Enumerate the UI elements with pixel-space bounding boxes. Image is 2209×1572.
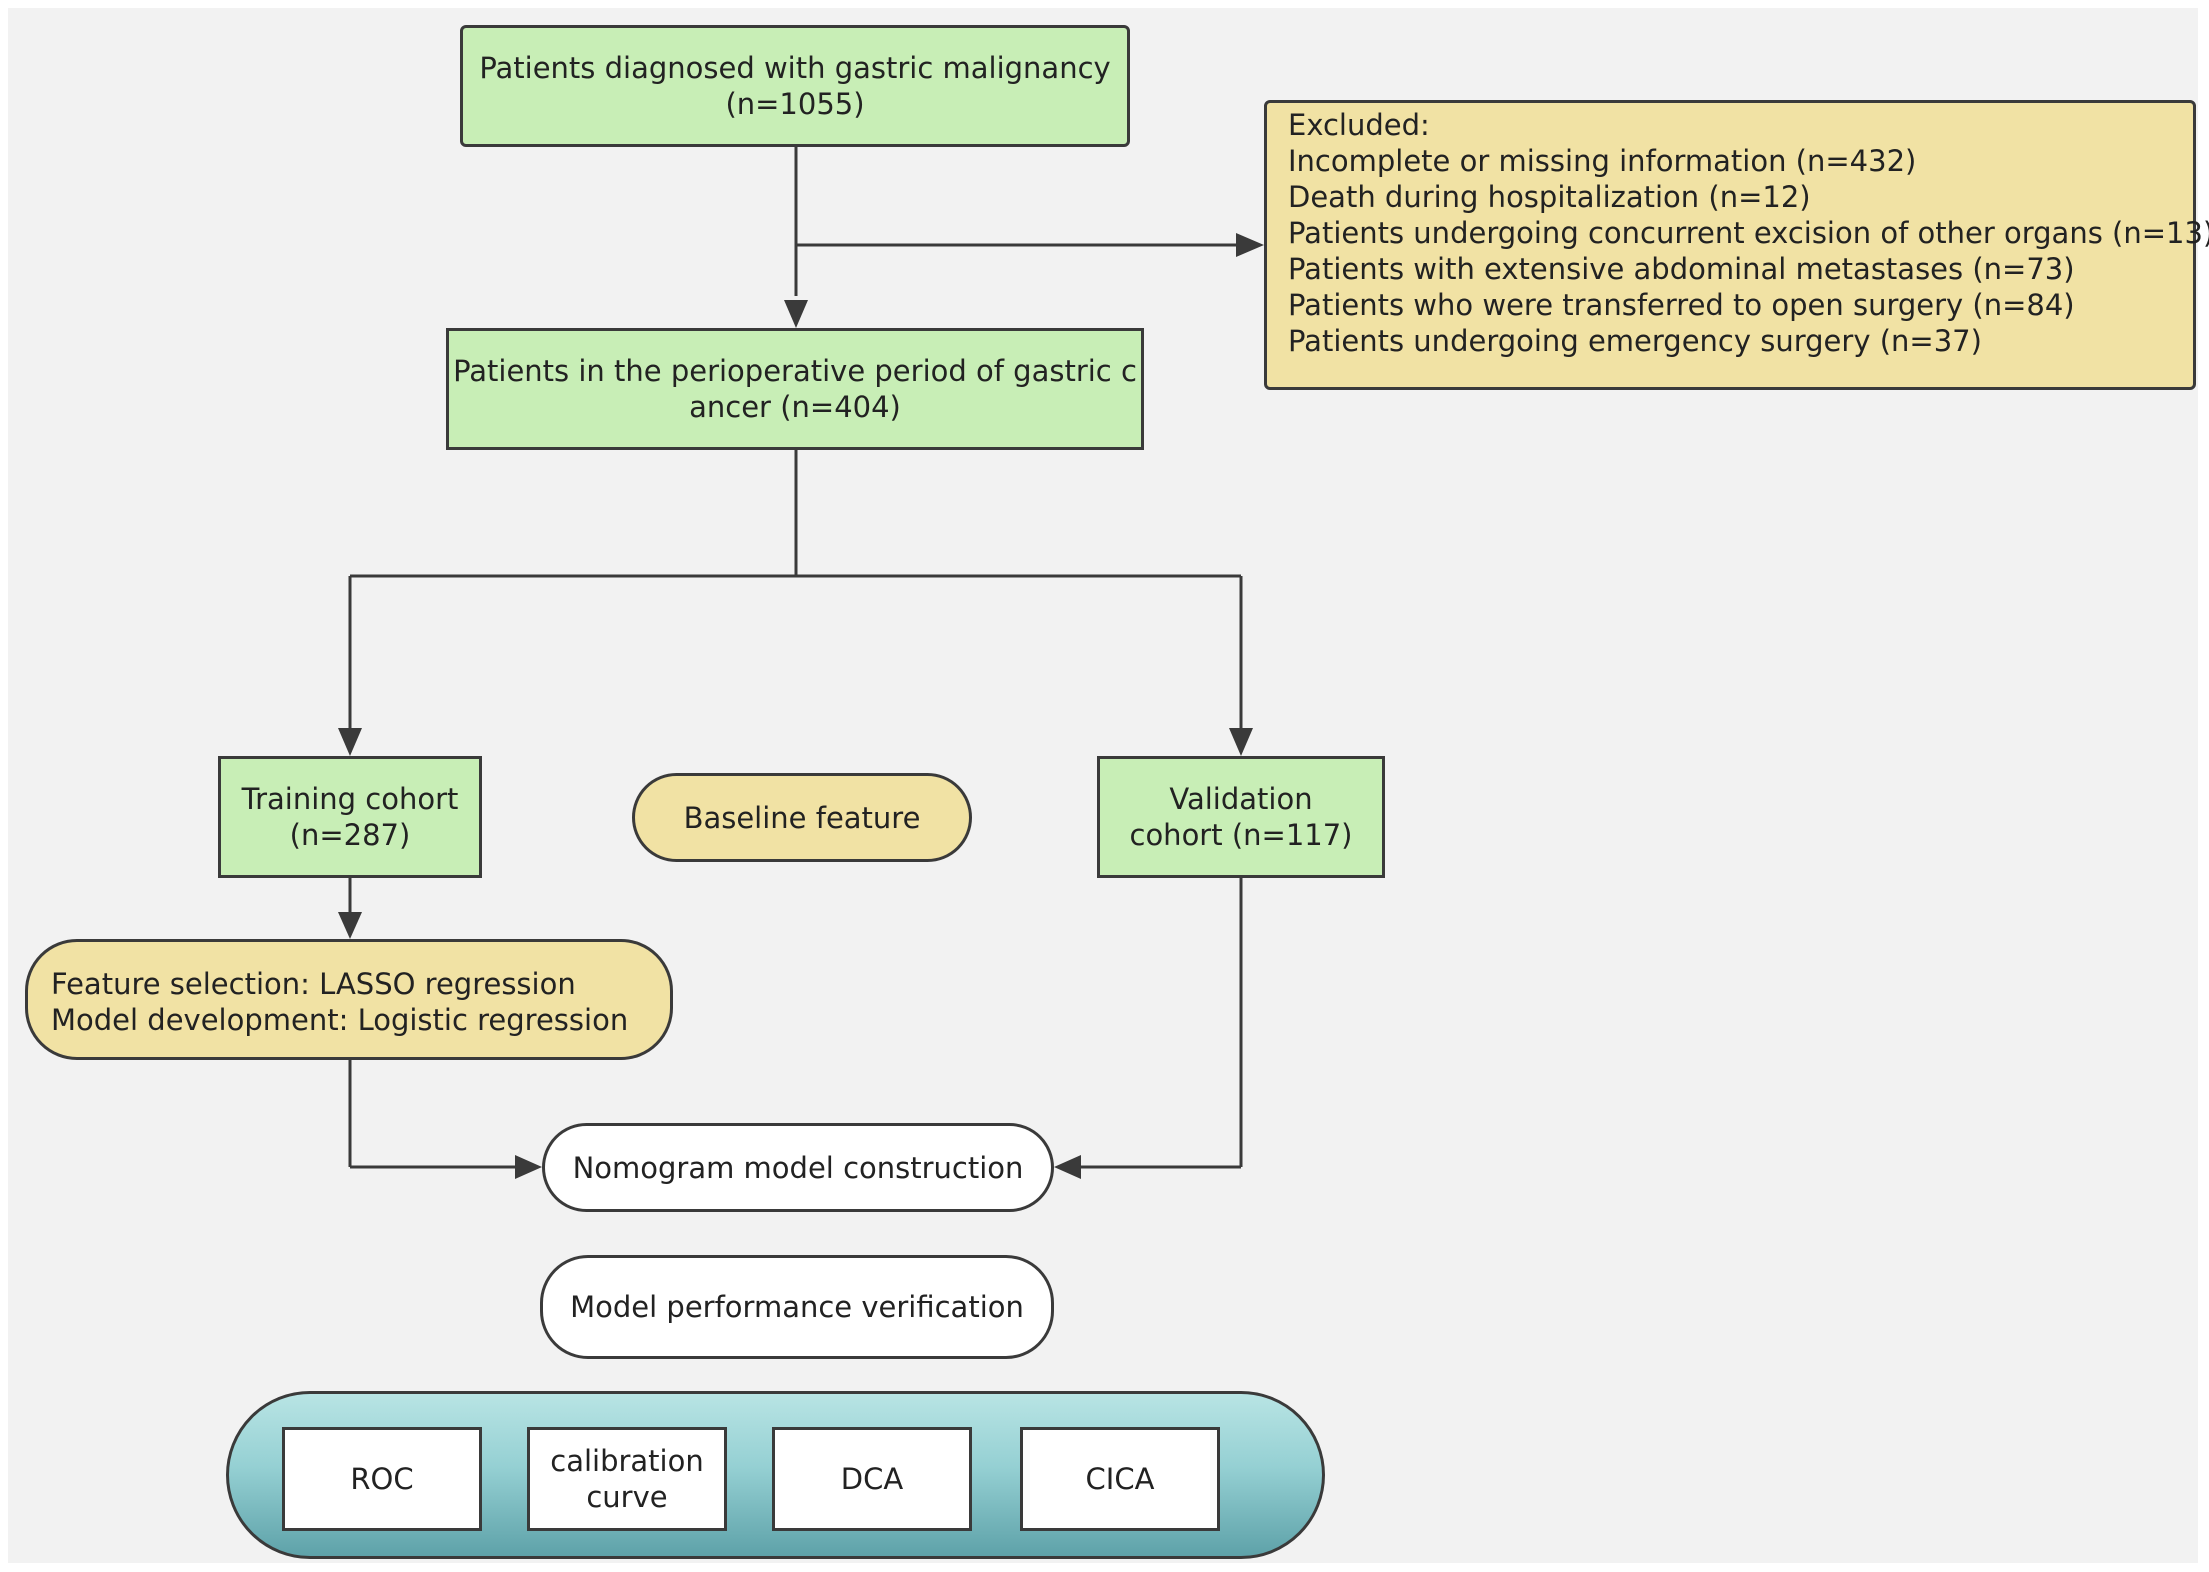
- training-label: Training cohort: [241, 782, 459, 816]
- performance-box: Model performance verification: [540, 1255, 1054, 1359]
- excluded-heading: Excluded:: [1288, 108, 1430, 142]
- metric-cica-box: CICA: [1020, 1427, 1220, 1531]
- metric-roc-box: ROC: [282, 1427, 482, 1531]
- excluded-item: Patients who were transferred to open su…: [1288, 288, 2075, 322]
- excluded-item: Incomplete or missing information (n=432…: [1288, 144, 1917, 178]
- diagnosed-label: Patients diagnosed with gastric malignan…: [479, 51, 1111, 85]
- excluded-item: Patients undergoing emergency surgery (n…: [1288, 324, 1982, 358]
- perioperative-box: Patients in the perioperative period of …: [446, 328, 1144, 450]
- performance-label: Model performance verification: [570, 1290, 1024, 1324]
- modeling-box: Feature selection: LASSO regression Mode…: [25, 939, 673, 1060]
- diagnosed-box: Patients diagnosed with gastric malignan…: [460, 25, 1130, 147]
- validation-count: cohort (n=117): [1129, 818, 1353, 852]
- arrowhead-training: [338, 728, 362, 756]
- metric-calibration-label-2: curve: [586, 1480, 668, 1514]
- validation-label: Validation: [1169, 782, 1313, 816]
- excluded-item: Death during hospitalization (n=12): [1288, 180, 1811, 214]
- metric-calibration-box: calibration curve: [527, 1427, 727, 1531]
- diagnosed-count: (n=1055): [725, 87, 865, 121]
- validation-cohort-box: Validation cohort (n=117): [1097, 756, 1385, 878]
- arrowhead-validation: [1229, 728, 1253, 756]
- model-development-text: Model development: Logistic regression: [51, 1003, 629, 1037]
- nomogram-box: Nomogram model construction: [542, 1123, 1054, 1212]
- arrowhead-nomogram-left: [515, 1155, 542, 1179]
- training-cohort-box: Training cohort (n=287): [218, 756, 482, 878]
- arrowhead-nomogram-right: [1054, 1155, 1081, 1179]
- baseline-feature-box: Baseline feature: [632, 773, 972, 862]
- nomogram-label: Nomogram model construction: [572, 1150, 1024, 1185]
- arrowhead-modeling: [338, 912, 362, 939]
- baseline-label: Baseline feature: [683, 800, 921, 835]
- perioperative-count: ancer (n=404): [689, 390, 901, 424]
- metric-roc-label: ROC: [350, 1462, 414, 1496]
- training-count: (n=287): [289, 818, 411, 852]
- metric-dca-label: DCA: [840, 1462, 904, 1496]
- feature-selection-text: Feature selection: LASSO regression: [51, 967, 576, 1001]
- arrowhead-excluded: [1236, 233, 1264, 257]
- excluded-item: Patients with extensive abdominal metast…: [1288, 252, 2075, 286]
- arrowhead-perioperative: [784, 300, 808, 328]
- perioperative-label: Patients in the perioperative period of …: [453, 354, 1137, 388]
- metric-calibration-label: calibration: [550, 1444, 704, 1478]
- excluded-box: Excluded: Incomplete or missing informat…: [1264, 100, 2209, 390]
- metric-cica-label: CICA: [1085, 1462, 1155, 1496]
- excluded-item: Patients undergoing concurrent excision …: [1288, 216, 2209, 250]
- metric-dca-box: DCA: [772, 1427, 972, 1531]
